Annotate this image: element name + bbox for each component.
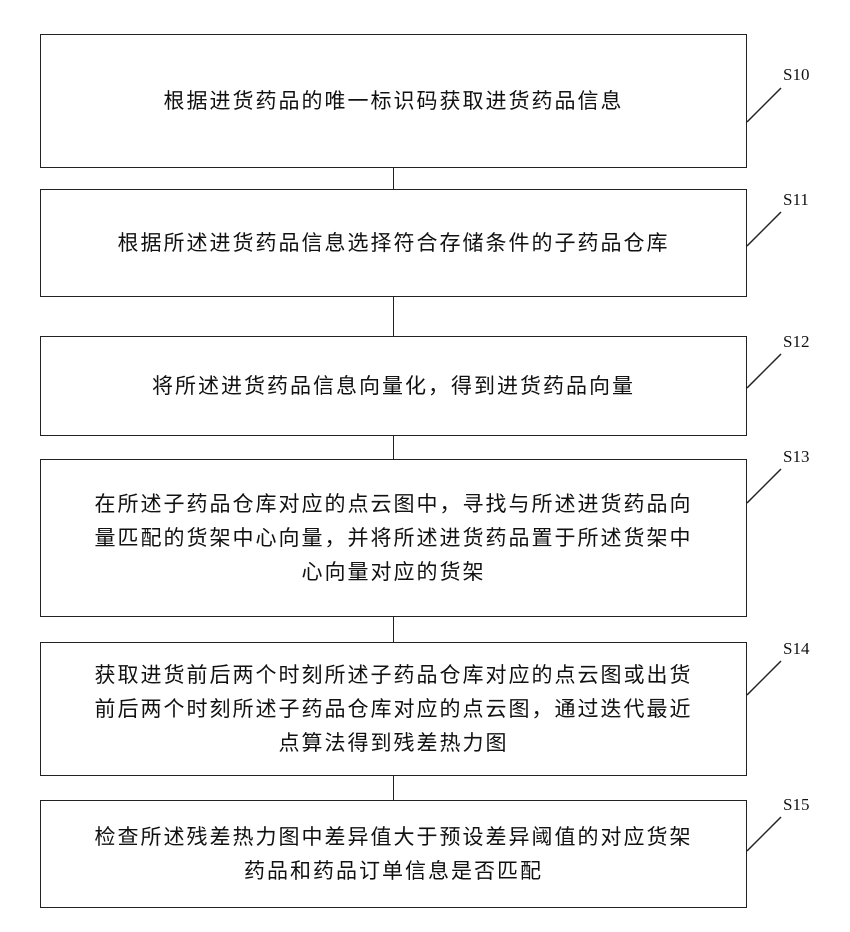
leader-line-s12 [747, 354, 781, 388]
step-label-s10: S10 [783, 65, 809, 85]
step-label-s14: S14 [783, 639, 809, 659]
step-label-s13: S13 [783, 447, 809, 467]
leader-line-s15 [747, 817, 781, 851]
leader-line-s13 [747, 469, 781, 503]
step-label-s12: S12 [783, 332, 809, 352]
leader-line-s10 [747, 88, 781, 122]
leader-line-s11 [747, 212, 781, 246]
leader-line-s14 [747, 661, 781, 695]
step-label-s15: S15 [783, 795, 809, 815]
step-label-s11: S11 [783, 190, 809, 210]
